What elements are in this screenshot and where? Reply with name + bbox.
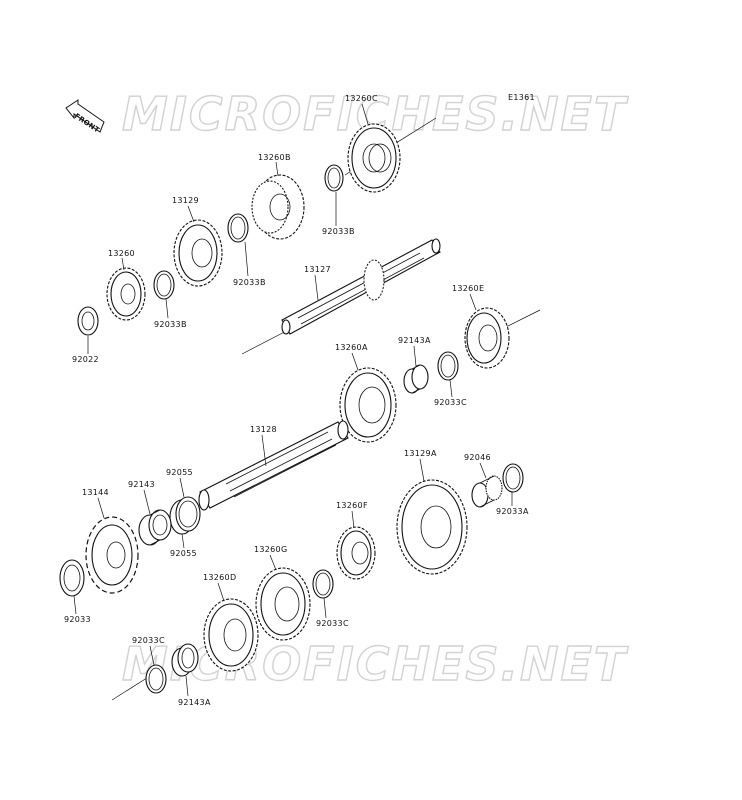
label-92033C-right: 92033C xyxy=(434,398,467,407)
label-92022: 92022 xyxy=(72,355,99,364)
label-13260G: 13260G xyxy=(254,545,287,554)
gear-13260F[interactable] xyxy=(336,526,376,580)
shaft-13127[interactable] xyxy=(281,238,441,335)
gear-13260A[interactable] xyxy=(339,367,397,443)
label-92033C-middle: 92033C xyxy=(316,619,349,628)
gear-13260G[interactable] xyxy=(255,567,311,641)
bushing-92143A[interactable] xyxy=(171,643,199,677)
gear-13260[interactable] xyxy=(106,267,146,321)
label-92055-bottom: 92055 xyxy=(170,549,197,558)
watermark-bottom: MICROFICHES.NET xyxy=(122,637,629,691)
gear-13260B[interactable] xyxy=(251,174,305,240)
ring-92033[interactable] xyxy=(59,559,85,597)
label-13128: 13128 xyxy=(250,425,277,434)
ring-92033C[interactable] xyxy=(145,664,167,694)
label-13129A: 13129A xyxy=(404,449,437,458)
label-13144: 13144 xyxy=(82,488,109,497)
label-13260B: 13260B xyxy=(258,153,291,162)
label-92143A-top: 92143A xyxy=(398,336,431,345)
ring-92033B[interactable] xyxy=(227,213,249,243)
gear-13129[interactable] xyxy=(173,219,223,287)
label-92046: 92046 xyxy=(464,453,491,462)
label-13260: 13260 xyxy=(108,249,135,258)
axis-line xyxy=(111,675,151,701)
gear-13260E[interactable] xyxy=(464,307,510,369)
label-92033B-lower: 92033B xyxy=(154,320,187,329)
label-92033A: 92033A xyxy=(496,507,529,516)
shaft-13128[interactable] xyxy=(198,420,349,511)
label-92033C-bottom: 92033C xyxy=(132,636,165,645)
bearing-92046[interactable] xyxy=(471,475,503,508)
bushing-92143A[interactable] xyxy=(403,364,429,394)
ring-92033C[interactable] xyxy=(312,569,334,599)
sprocket-13144[interactable] xyxy=(85,516,139,594)
label-92033B-middle: 92033B xyxy=(233,278,266,287)
ring-92033B[interactable] xyxy=(153,270,175,300)
label-13129: 13129 xyxy=(172,196,199,205)
label-13260E: 13260E xyxy=(452,284,484,293)
oring-92055[interactable] xyxy=(169,496,201,535)
gear-13129A[interactable] xyxy=(396,479,468,575)
ring-92033C[interactable] xyxy=(437,351,459,381)
diagram-code: E1361 xyxy=(508,93,535,102)
ring-92033B[interactable] xyxy=(324,164,344,192)
label-92143A-bottom: 92143A xyxy=(178,698,211,707)
bushing-92143[interactable] xyxy=(138,509,172,546)
ring-92033A[interactable] xyxy=(502,463,524,493)
label-92033: 92033 xyxy=(64,615,91,624)
gear-13260D[interactable] xyxy=(203,598,259,672)
label-13260A: 13260A xyxy=(335,343,368,352)
label-92055-top: 92055 xyxy=(166,468,193,477)
label-13260D: 13260D xyxy=(203,573,236,582)
washer-92022[interactable] xyxy=(77,306,99,336)
label-92033B-top: 92033B xyxy=(322,227,355,236)
gear-13260C[interactable] xyxy=(347,123,401,193)
label-92143: 92143 xyxy=(128,480,155,489)
label-13127: 13127 xyxy=(304,265,331,274)
label-13260C: 13260C xyxy=(345,94,378,103)
label-13260F: 13260F xyxy=(336,501,368,510)
front-arrow-icon: FRONT xyxy=(65,99,105,134)
